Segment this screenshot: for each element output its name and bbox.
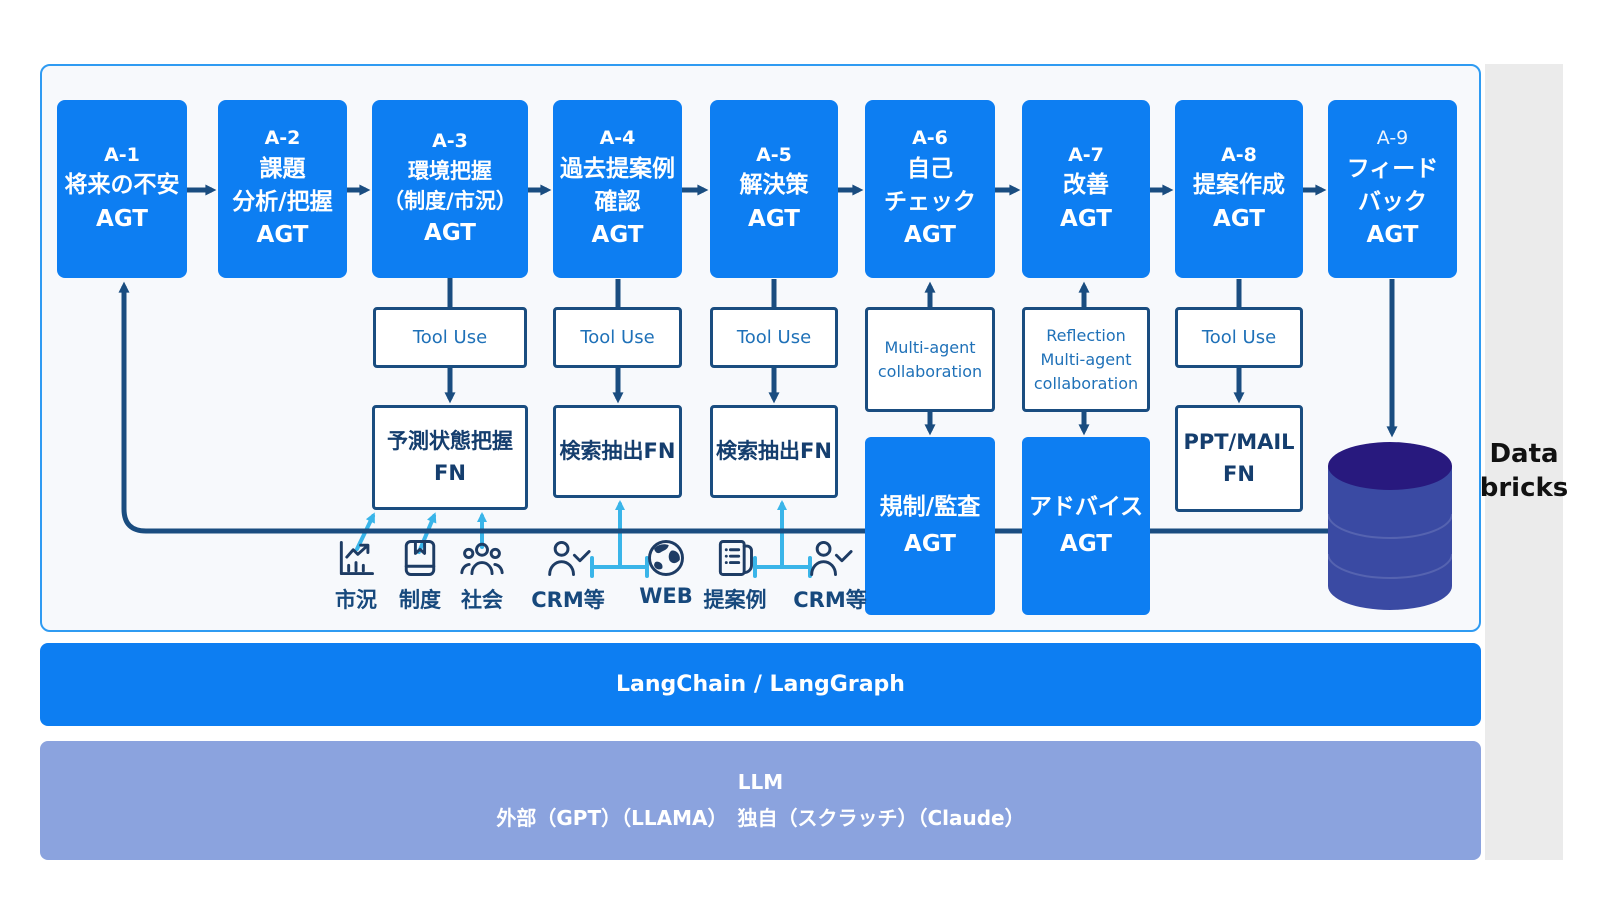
market-chart-icon [339, 540, 374, 576]
person-check-icon [810, 540, 853, 576]
agent-box-a9: A-9 フィード バック AGT [1328, 100, 1457, 278]
agent-box-a2: A-2 課題 分析/把握 AGT [218, 100, 347, 278]
ppt-mail-fn-box: PPT/MAIL FN [1175, 405, 1303, 512]
agent-suffix: AGT [591, 222, 644, 249]
agent-name: 課題 分析/把握 [232, 155, 333, 216]
source-label: 制度 [399, 588, 441, 612]
agent-name: 提案作成 [1193, 172, 1285, 199]
agent-id: A-5 [756, 143, 792, 166]
llm-detail: 外部（GPT）（LLAMA） 独自（スクラッチ）（Claude） [496, 806, 1025, 830]
forecast-fn-box: 予測状態把握 FN [372, 405, 528, 510]
source-label: 市況 [335, 588, 377, 612]
search-fn-box-a4: 検索抽出FN [553, 405, 682, 498]
source-web: WEB [621, 536, 711, 608]
llm-layer-bar: LLM 外部（GPT）（LLAMA） 独自（スクラッチ）（Claude） [40, 741, 1481, 860]
source-label: 社会 [461, 588, 503, 612]
langchain-layer-bar: LangChain / LangGraph [40, 643, 1481, 726]
agent-id: A-8 [1221, 143, 1257, 166]
regulation-audit-agent-box: 規制/監査 AGT [865, 437, 995, 615]
source-label: WEB [639, 584, 693, 608]
agent-box-a3: A-3 環境把握 （制度/市況） AGT [372, 100, 528, 278]
databricks-label: Data bricks [1479, 439, 1569, 503]
tool-use-box-a8: Tool Use [1175, 307, 1303, 368]
agent-suffix: AGT [424, 219, 476, 246]
langchain-label: LangChain / LangGraph [616, 672, 905, 697]
agent-box-a5: A-5 解決策 AGT [710, 100, 838, 278]
source-label: CRM等 [531, 588, 605, 612]
agent-name: 解決策 [739, 172, 809, 199]
database-icon [1327, 442, 1453, 610]
agent-id: A-9 [1376, 127, 1409, 150]
proposal-doc-icon [718, 540, 753, 576]
person-check-icon [548, 540, 591, 576]
databricks-strip [1485, 64, 1563, 860]
agent-id: A-4 [599, 127, 636, 150]
agent-name: 将来の不安 [64, 172, 180, 199]
agent-box-a4: A-4 過去提案例 確認 AGT [553, 100, 682, 278]
agent-suffix: AGT [1366, 222, 1419, 249]
source-label: 提案例 [703, 588, 767, 612]
source-market: 市況 [311, 536, 401, 614]
advice-agent-box: アドバイス AGT [1022, 437, 1150, 615]
source-society: 社会 [437, 536, 527, 614]
agent-suffix: AGT [96, 205, 148, 232]
source-regulation: 制度 [375, 536, 465, 614]
rulebook-icon [404, 540, 436, 576]
agent-suffix: AGT [748, 205, 800, 232]
source-label: CRM等 [793, 588, 867, 612]
source-proposal: 提案例 [690, 536, 780, 614]
agent-box-a7: A-7 改善 AGT [1022, 100, 1150, 278]
agent-name: 過去提案例 確認 [560, 155, 675, 216]
database-cylinder [1322, 436, 1458, 622]
tool-use-box-a5: Tool Use [710, 307, 838, 368]
source-crm-1: CRM等 [523, 536, 613, 614]
globe-icon [648, 540, 684, 576]
search-fn-box-a5: 検索抽出FN [710, 405, 838, 498]
source-crm-2: CRM等 [785, 536, 875, 614]
agent-suffix: AGT [256, 222, 309, 249]
agent-box-a1: A-1 将来の不安 AGT [57, 100, 187, 278]
reflection-collaboration-box: Reflection Multi-agent collaboration [1022, 307, 1150, 412]
multi-agent-collaboration-box: Multi-agent collaboration [865, 307, 995, 412]
tool-use-box-a4: Tool Use [553, 307, 682, 368]
agent-name: 自己 チェック [884, 155, 976, 216]
tool-use-box-a3: Tool Use [373, 307, 527, 368]
agent-suffix: AGT [1060, 205, 1112, 232]
agent-name: フィード バック [1346, 155, 1439, 216]
agent-id: A-3 [432, 130, 468, 153]
agent-id: A-1 [104, 143, 140, 166]
people-icon [460, 542, 504, 576]
agent-id: A-7 [1068, 143, 1104, 166]
agent-id: A-2 [264, 127, 301, 150]
agent-id: A-6 [912, 127, 948, 150]
agent-box-a6: A-6 自己 チェック AGT [865, 100, 995, 278]
agent-name: 改善 [1063, 172, 1109, 199]
agent-box-a8: A-8 提案作成 AGT [1175, 100, 1303, 278]
agent-suffix: AGT [904, 222, 956, 249]
agent-name: 環境把握 （制度/市況） [383, 158, 517, 214]
agent-suffix: AGT [1213, 205, 1265, 232]
llm-title: LLM [737, 770, 784, 794]
